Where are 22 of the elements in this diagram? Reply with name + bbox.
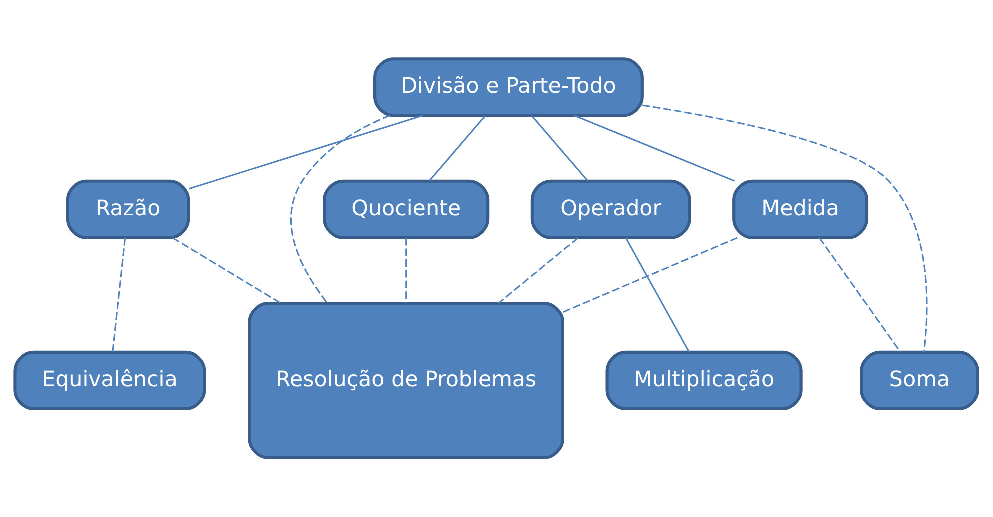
node-box: Multiplicação: [606, 350, 803, 411]
node-box: Quociente: [323, 180, 490, 240]
connector: [562, 237, 738, 314]
connector: [531, 115, 589, 182]
node-box: Soma: [860, 350, 980, 411]
node-box: Operador: [530, 180, 692, 240]
connector: [642, 104, 928, 352]
connector: [188, 114, 424, 190]
connector: [290, 114, 390, 304]
connector: [112, 238, 126, 352]
connector: [819, 238, 902, 353]
node-box: Equivalência: [14, 350, 206, 411]
node-box: Razão: [66, 180, 190, 240]
node-box: Divisão e Parte-Todo: [374, 58, 644, 118]
connector: [172, 237, 282, 304]
connector: [406, 238, 408, 303]
node-box: Resolução de Problemas: [248, 302, 564, 460]
connector: [625, 238, 690, 353]
connector: [574, 114, 736, 182]
connector: [498, 238, 579, 304]
node-box: Medida: [732, 180, 869, 240]
connector: [428, 115, 486, 182]
